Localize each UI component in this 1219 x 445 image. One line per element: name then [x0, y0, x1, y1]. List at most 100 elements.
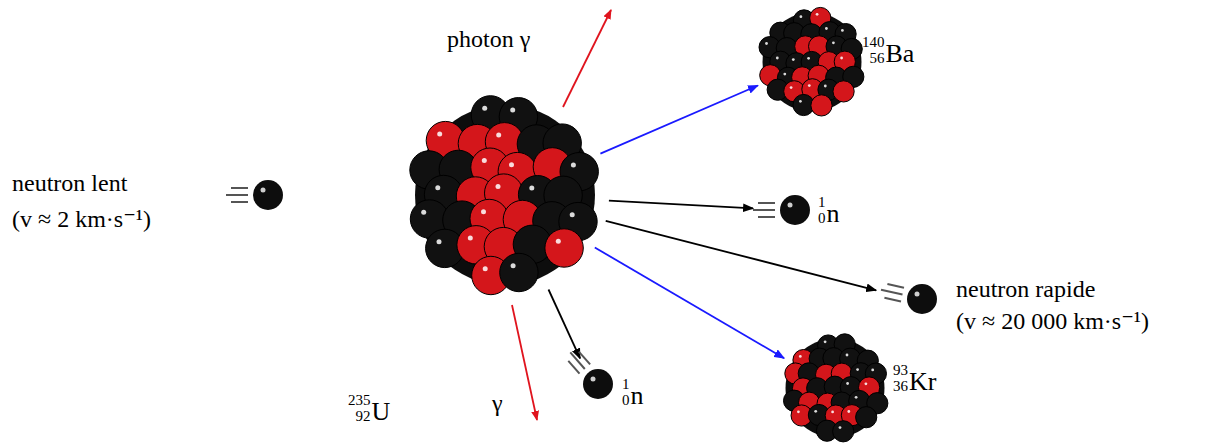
shape-outline	[757, 192, 813, 228]
neutron-particle	[500, 253, 538, 291]
neutron: 10n	[757, 192, 813, 228]
photon-label: photon γ	[447, 26, 530, 52]
highlight	[855, 396, 858, 399]
highlight	[824, 85, 827, 88]
proton	[833, 81, 854, 102]
highlight	[839, 426, 842, 429]
mass-number: 1	[622, 377, 630, 393]
highlight	[792, 58, 795, 61]
highlight	[840, 57, 843, 60]
highlight	[496, 184, 501, 189]
highlight	[841, 29, 844, 32]
nuclide-label: 9336Kr	[893, 362, 936, 395]
highlight	[790, 86, 793, 89]
element-symbol: Ba	[886, 34, 915, 67]
atomic-number: 36	[893, 379, 908, 395]
speed-line	[758, 216, 775, 218]
highlight	[765, 42, 768, 45]
highlight	[511, 263, 516, 268]
speed-line	[231, 201, 248, 203]
speed-line	[226, 194, 248, 196]
highlight	[529, 186, 534, 191]
highlight	[871, 369, 874, 372]
speed-note: (v ≈ 2 km·s⁻¹)	[12, 206, 151, 232]
speed-line	[231, 187, 248, 189]
highlight	[482, 106, 487, 111]
mass-number: 235	[348, 393, 371, 409]
photon-ray	[563, 10, 611, 107]
neutron-particle	[833, 421, 854, 442]
atomic-number: 56	[870, 51, 885, 67]
highlight	[847, 410, 850, 413]
highlight	[846, 382, 849, 385]
highlight	[496, 133, 501, 138]
highlight	[800, 15, 803, 18]
highlight	[797, 410, 800, 413]
highlight	[814, 410, 817, 413]
highlight	[261, 188, 266, 193]
highlight	[571, 162, 576, 167]
highlight	[825, 27, 828, 30]
element-symbol: n	[827, 194, 840, 227]
highlight	[776, 57, 779, 60]
proton	[811, 95, 832, 116]
nucleus-core	[763, 13, 862, 112]
shape-outline	[405, 95, 605, 295]
nucleus-core	[415, 105, 595, 285]
neutron-ball	[780, 195, 810, 225]
nuclide-label: 14056Ba	[862, 34, 914, 67]
highlight	[570, 212, 575, 217]
highlight	[831, 411, 834, 414]
highlight	[556, 239, 561, 244]
highlight	[824, 340, 827, 343]
speed-note: (v ≈ 20 000 km·s⁻¹)	[956, 308, 1149, 334]
shape-outline	[566, 362, 616, 402]
emission-arrow	[606, 221, 876, 290]
highlight	[799, 100, 802, 103]
neutron: 10n	[566, 362, 616, 402]
nuclide-label: 10n	[622, 376, 644, 409]
speed-line	[887, 284, 904, 288]
fast-neutron: neutron rapide(v ≈ 20 000 km·s⁻¹)	[880, 281, 940, 317]
highlight	[591, 377, 596, 382]
speed-line	[579, 352, 590, 365]
barium-nucleus: 14056Ba	[757, 7, 867, 117]
neutron-ball	[253, 180, 283, 210]
highlight	[788, 203, 793, 208]
highlight	[846, 354, 849, 357]
particle-name: neutron rapide	[956, 276, 1095, 302]
photon-ray	[512, 305, 537, 420]
nucleus-core	[786, 339, 885, 438]
highlight	[799, 355, 802, 358]
nuclide-label: 23592U	[348, 392, 390, 425]
highlight	[435, 185, 440, 190]
highlight	[807, 57, 810, 60]
element-symbol: Kr	[909, 362, 936, 395]
highlight	[816, 13, 819, 16]
highlight	[509, 162, 514, 167]
speed-line	[753, 209, 775, 211]
highlight	[856, 368, 859, 371]
emission-arrow	[595, 248, 784, 359]
element-symbol: n	[631, 376, 644, 409]
nuclide-numbers: 10	[622, 377, 630, 409]
highlight	[783, 73, 786, 76]
proton	[545, 229, 583, 267]
highlight	[808, 84, 811, 87]
highlight	[915, 292, 920, 297]
highlight	[481, 209, 486, 214]
shape-outline	[880, 281, 940, 317]
mass-number: 93	[893, 363, 908, 379]
krypton-nucleus: 9336Kr	[780, 333, 890, 443]
nuclide-numbers: 14056	[862, 35, 885, 67]
photon-label: γ	[492, 390, 503, 416]
highlight	[437, 131, 442, 136]
nuclide-numbers: 10	[818, 195, 826, 227]
highlight	[437, 239, 442, 244]
highlight	[510, 108, 515, 113]
mass-number: 140	[862, 35, 885, 51]
shape-outline	[780, 333, 890, 443]
shape-outline	[757, 7, 867, 117]
speed-line	[568, 361, 579, 374]
